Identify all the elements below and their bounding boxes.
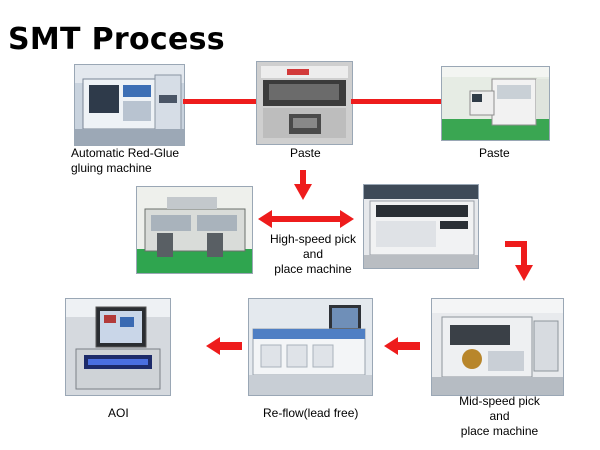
highspeed-label: High-speed pick and place machine [269, 232, 357, 276]
paste-printer-photo-2 [441, 66, 550, 141]
double-arrow-icon [258, 210, 354, 228]
down-arrow-icon [294, 170, 312, 200]
glue-machine-photo [74, 64, 185, 146]
paste-label-2: Paste [479, 146, 510, 160]
page-title: SMT Process [8, 22, 225, 57]
bent-arrow-icon [505, 241, 533, 281]
midspeed-label: Mid-speed pick and place machine [459, 394, 540, 438]
paste-printer-photo-1 [256, 61, 353, 145]
highspeed-right-photo [363, 184, 479, 269]
reflow-label: Re-flow(lead free) [263, 406, 359, 420]
connector-line-2 [351, 99, 441, 104]
aoi-label: AOI [108, 406, 129, 420]
aoi-machine-photo [65, 298, 171, 396]
paste-label-1: Paste [290, 146, 321, 160]
highspeed-left-photo [136, 186, 253, 274]
midspeed-machine-photo [431, 298, 564, 396]
reflow-oven-photo [248, 298, 373, 396]
left-arrow-icon-1 [384, 337, 420, 355]
glue-machine-label: Automatic Red-Glue gluing machine [71, 146, 180, 175]
connector-line-1 [183, 99, 256, 104]
left-arrow-icon-2 [206, 337, 242, 355]
